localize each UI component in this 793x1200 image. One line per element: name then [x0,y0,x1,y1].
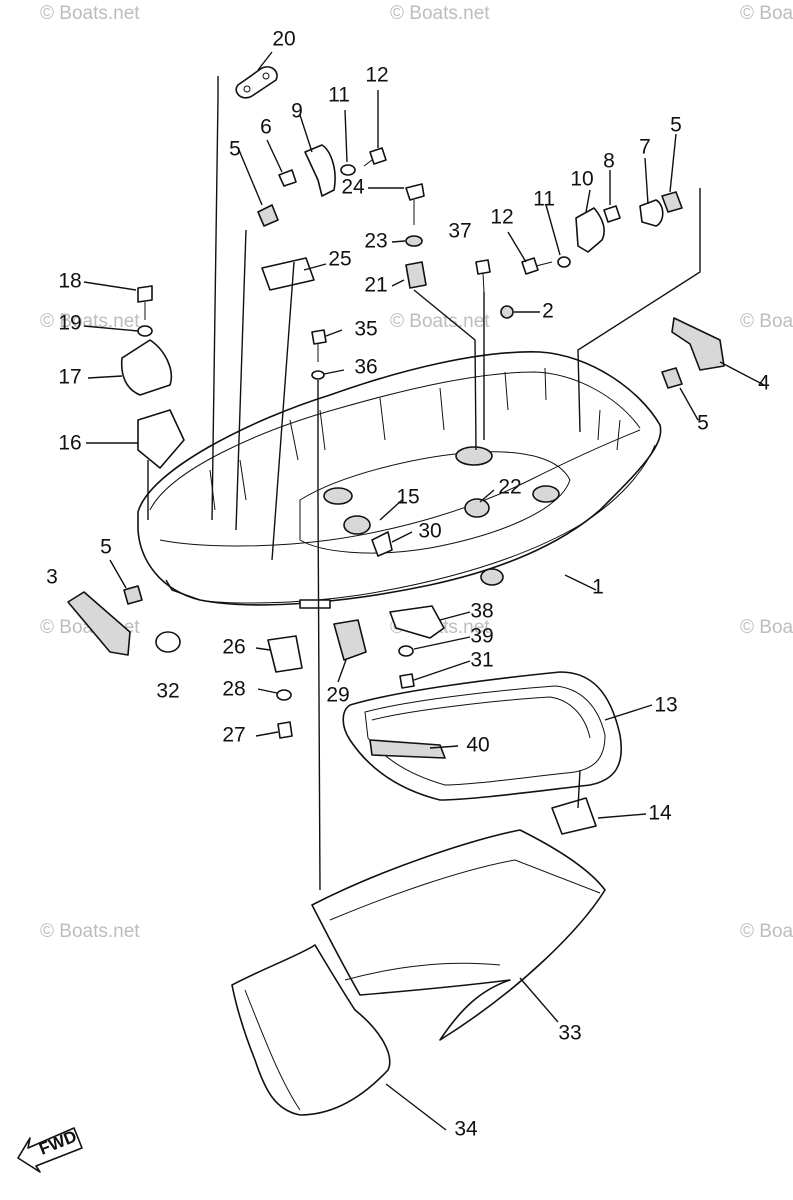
callout-23: 23 [364,230,387,253]
callout-16: 16 [58,432,81,455]
callout-17: 17 [58,366,81,389]
watermark-text: © Boats.net [740,617,793,638]
callout-22: 22 [498,476,521,499]
watermark-text: © Boats.net [40,3,140,24]
callout-31: 31 [470,649,493,672]
watermark-text: © Boats.net [40,921,140,942]
callout-5: 5 [229,138,241,161]
callout-11: 11 [328,84,350,107]
callout-12: 12 [490,206,513,229]
callout-34: 34 [454,1118,478,1141]
callout-4: 4 [758,372,770,395]
callout-35: 35 [354,318,377,341]
callout-7: 7 [639,136,651,159]
callout-5: 5 [670,114,682,137]
callout-32: 32 [156,680,179,703]
callout-37: 37 [448,220,471,243]
fwd-arrow: FWD [17,1127,83,1173]
apron-port [231,944,391,1116]
watermark-text: © Boats.net [390,311,490,332]
callout-25: 25 [328,248,351,271]
callout-5: 5 [100,536,112,559]
callout-13: 13 [654,694,677,717]
watermark-text: © Boats.net [740,311,793,332]
callout-28: 28 [222,678,245,701]
callout-12: 12 [365,64,388,87]
callout-1: 1 [592,576,604,599]
callout-38: 38 [470,600,493,623]
watermark-text: © Boats.net [740,3,793,24]
callout-2: 2 [542,300,554,323]
callout-20: 20 [272,28,295,51]
watermark-text: © Boats.net [740,921,793,942]
callout-30: 30 [418,520,441,543]
callout-39: 39 [470,625,493,648]
watermark-text: © Boats.net [390,3,490,24]
callout-29: 29 [326,684,349,707]
callout-33: 33 [558,1022,581,1045]
leader-lines [83,51,765,1131]
callout-26: 26 [222,636,245,659]
watermark-text: © Boats.net [40,311,140,332]
callout-36: 36 [354,356,377,379]
callout-3: 3 [46,566,58,589]
callout-40: 40 [466,734,489,757]
callout-18: 18 [58,270,81,293]
callout-6: 6 [260,116,272,139]
small-parts [67,66,725,835]
callout-27: 27 [222,724,245,747]
bottom-cowling [137,351,662,609]
rubber-seal [342,671,622,801]
callouts: 20 12 11 9 6 5 5 7 8 10 24 11 12 37 23 2… [46,28,770,1141]
callout-24: 24 [341,176,365,199]
callout-19: 19 [58,312,81,335]
callout-5: 5 [697,412,709,435]
callout-21: 21 [364,274,387,297]
callout-15: 15 [396,486,419,509]
callout-14: 14 [648,802,672,825]
callout-10: 10 [570,168,593,191]
callout-8: 8 [603,150,615,173]
callout-11: 11 [533,188,555,211]
callout-9: 9 [291,100,303,123]
apron-starboard [311,829,606,1041]
